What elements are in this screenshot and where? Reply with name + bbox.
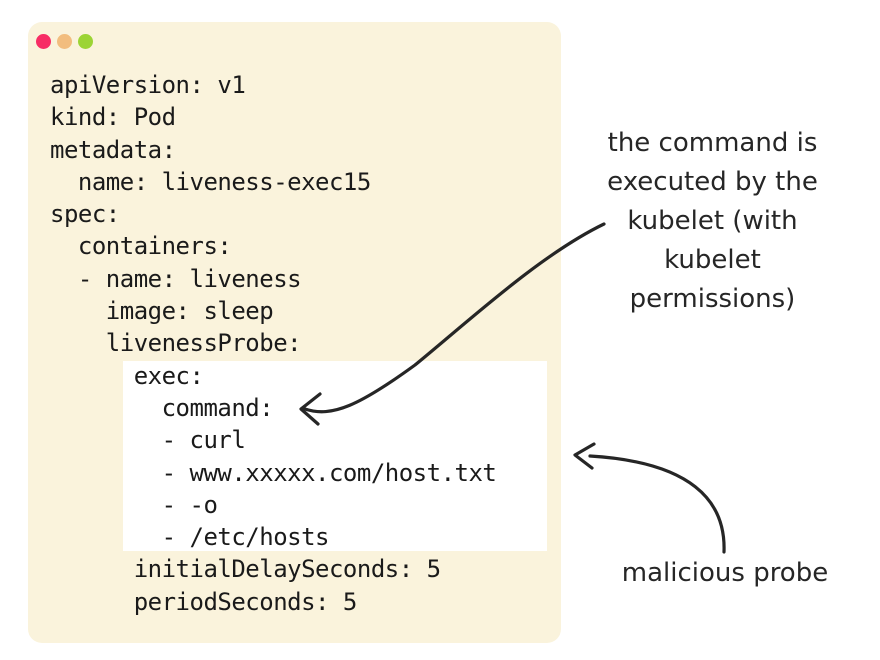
minimize-window-icon[interactable]: [57, 34, 72, 49]
malicious-arrow-head-icon: [573, 442, 596, 470]
code-window: apiVersion: v1 kind: Pod metadata: name:…: [28, 22, 561, 643]
window-controls: [36, 34, 93, 49]
malicious-arrow-line: [588, 454, 726, 554]
kubelet-annotation: the command is executed by the kubelet (…: [607, 128, 818, 314]
yaml-code-block: apiVersion: v1 kind: Pod metadata: name:…: [50, 71, 497, 616]
close-window-icon[interactable]: [36, 34, 51, 49]
maximize-window-icon[interactable]: [78, 34, 93, 49]
malicious-probe-annotation: malicious probe: [621, 558, 829, 588]
